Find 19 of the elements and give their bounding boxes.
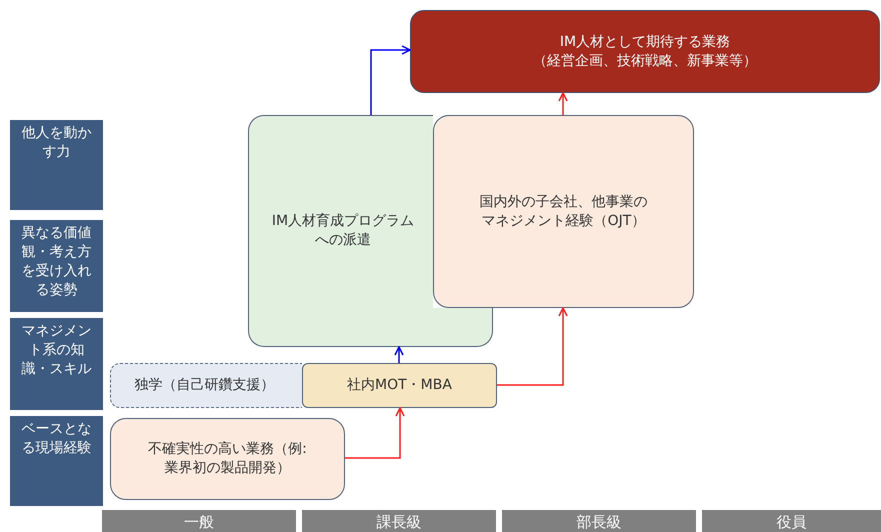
self-study-box: 独学（自己研鑽支援） — [110, 363, 302, 408]
skill-band: マネジメント系の知識・スキル — [10, 318, 103, 410]
skill-band: ベースとなる現場経験 — [10, 416, 103, 506]
goal-box: IM人材として期待する業務（経営企画、技術戦略、新事業等） — [410, 10, 880, 93]
arrow — [345, 407, 405, 459]
work-box: 不確実性の高い業務（例:業界初の製品開発） — [110, 418, 345, 500]
experience-box: 国内外の子会社、他事業のマネジメント経験（OJT） — [433, 115, 694, 308]
grade-bar: 課長級 — [302, 510, 496, 532]
program-box: IM人材育成プログラムへの派遣 — [248, 115, 433, 347]
arrow — [394, 346, 404, 363]
skill-band: 異なる価値観・考え方を受け入れる姿勢 — [10, 220, 103, 312]
skill-band: 他人を動かす力 — [10, 120, 103, 210]
course-box: 社内MOT・MBA — [302, 363, 497, 408]
grade-bar: 部長級 — [502, 510, 696, 532]
arrow — [370, 45, 411, 115]
arrow — [497, 307, 568, 386]
grade-bar: 一般 — [102, 510, 296, 532]
arrow — [558, 92, 568, 115]
grade-bar: 役員 — [702, 510, 881, 532]
